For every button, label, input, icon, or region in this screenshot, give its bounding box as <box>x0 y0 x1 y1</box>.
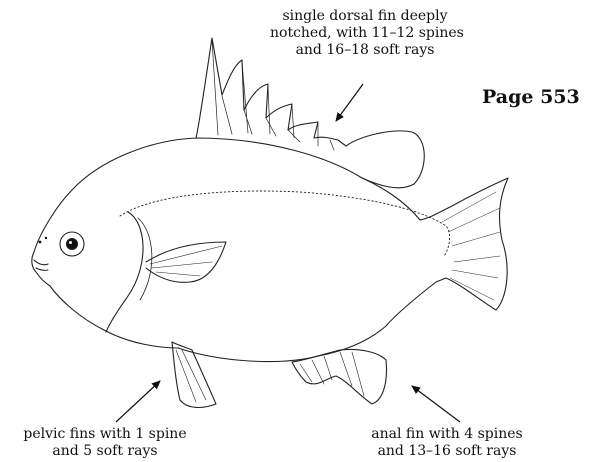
operculum-line <box>138 218 152 300</box>
anal-arrow <box>412 386 460 422</box>
eye-pupil <box>67 239 78 250</box>
anal-fin <box>292 349 386 404</box>
fish-body <box>32 138 508 362</box>
dorsal-fin-rays <box>212 40 334 150</box>
gill-cover <box>106 212 143 332</box>
dorsal-fin <box>196 38 424 188</box>
dorsal-arrow <box>336 84 363 121</box>
pelvic-arrow <box>116 381 160 422</box>
mouth <box>34 260 48 270</box>
caudal-fin-rays <box>442 192 500 300</box>
